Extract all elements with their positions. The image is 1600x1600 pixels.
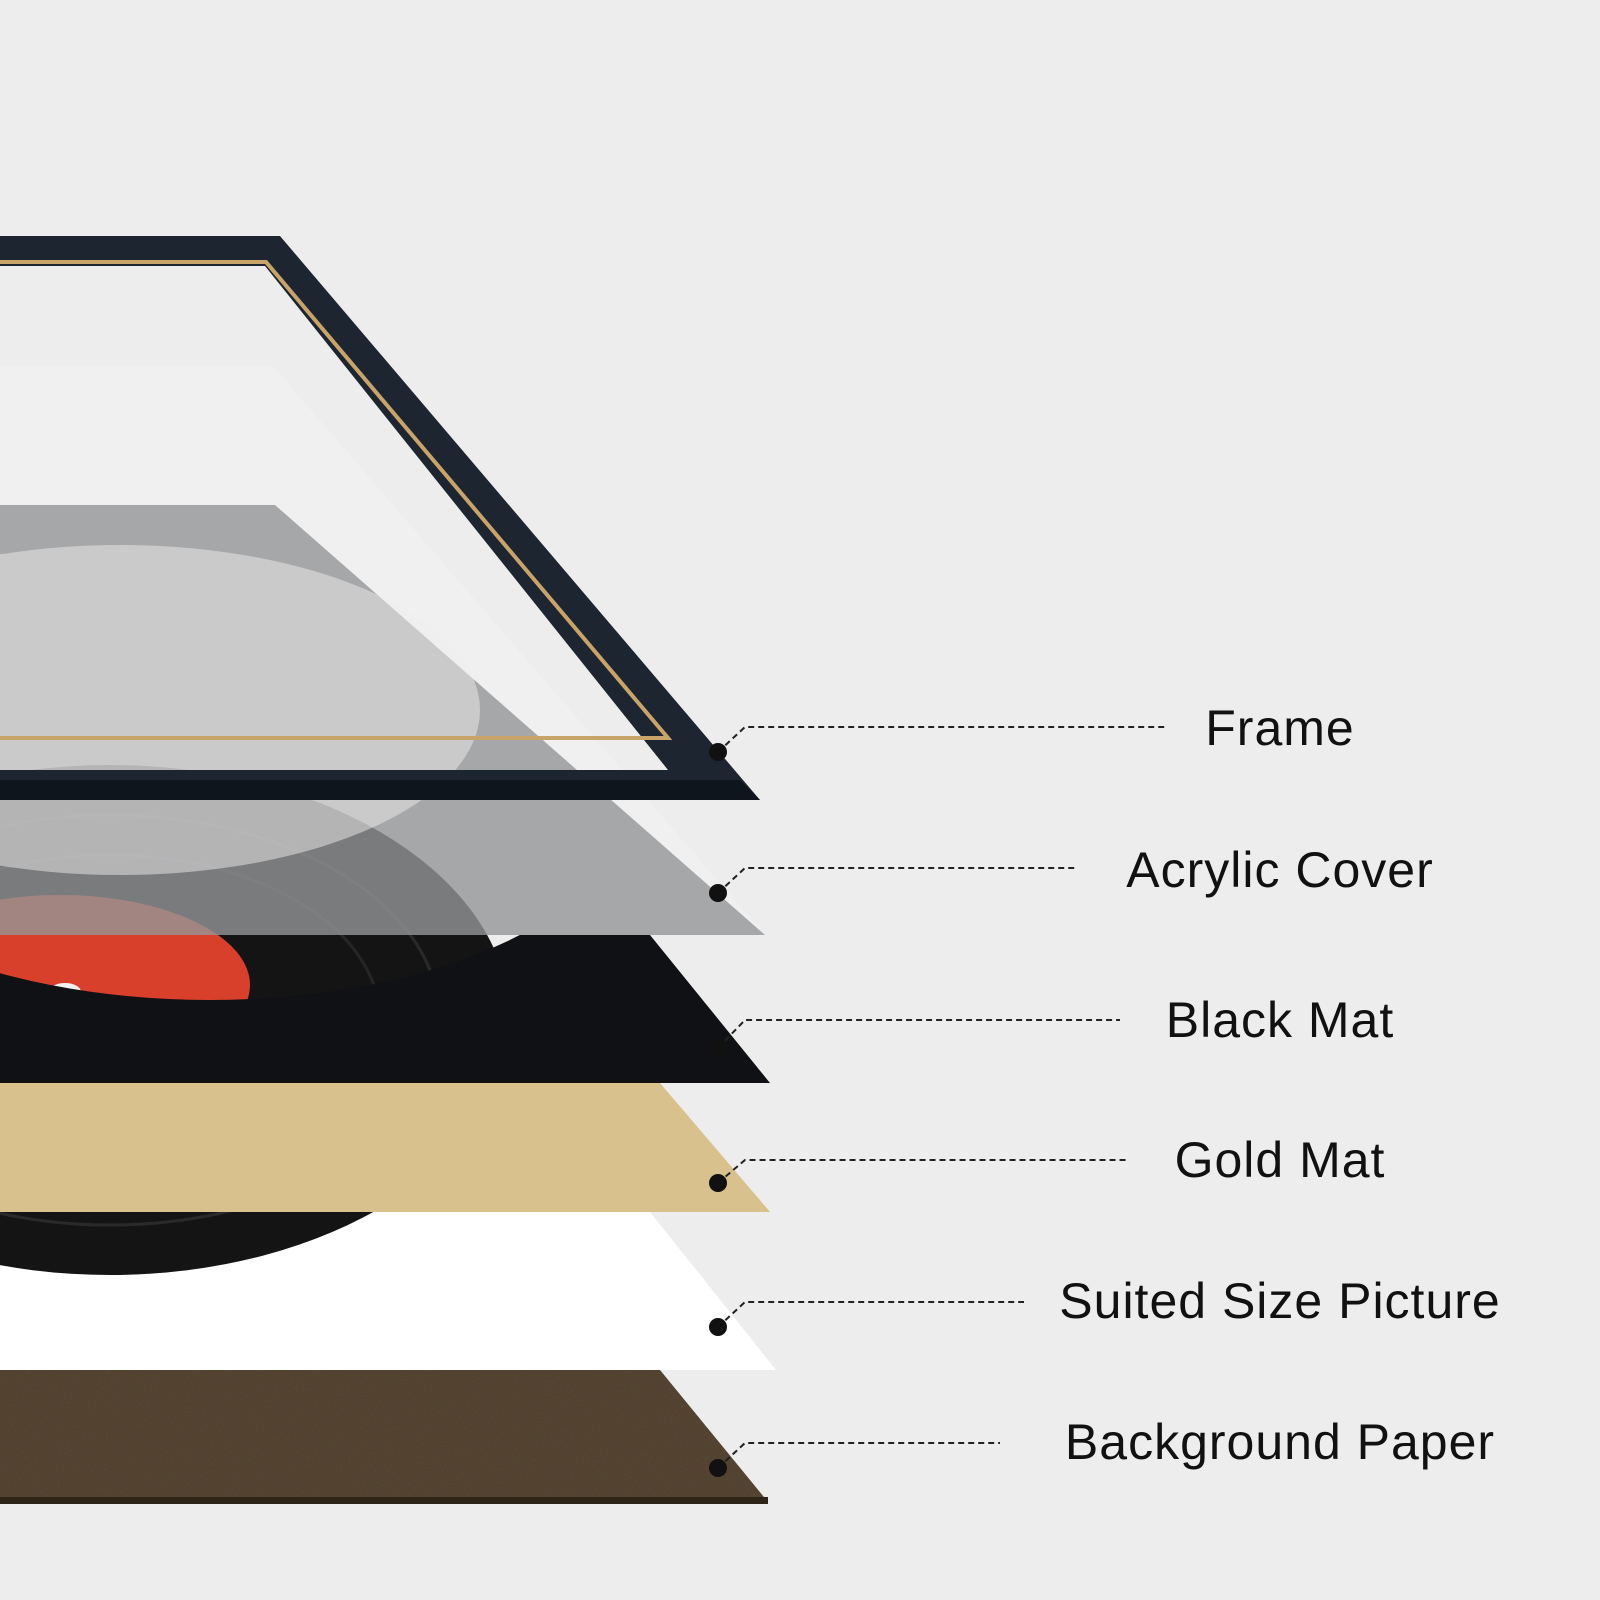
frame-label: Frame: [1205, 700, 1355, 756]
gold-mat-label: Gold Mat: [1174, 1132, 1386, 1188]
frame-layer: [0, 236, 760, 800]
leader-dots: [709, 743, 727, 1477]
black-mat-label: Black Mat: [1165, 992, 1395, 1048]
acrylic-cover-label: Acrylic Cover: [1126, 842, 1434, 898]
leader-lines: [717, 726, 1168, 1469]
background-paper-label: Background Paper: [1064, 1414, 1496, 1470]
picture-label: Suited Size Picture: [1059, 1273, 1501, 1329]
background-paper-layer: [0, 1370, 768, 1504]
